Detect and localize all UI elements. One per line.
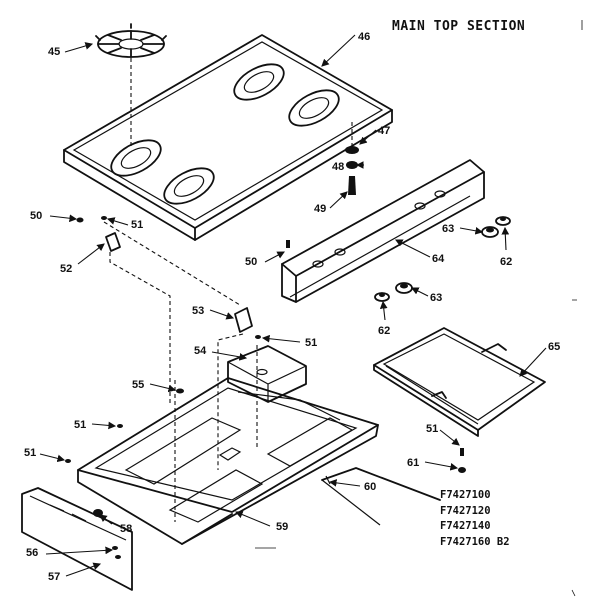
callout-63: 63 (442, 223, 454, 235)
callout-54: 54 (194, 345, 207, 357)
callout-51-e: 51 (426, 423, 438, 435)
screw-51-b (255, 335, 261, 339)
screw-50 (76, 217, 84, 223)
front-panel-57 (21, 487, 133, 591)
callout-61: 61 (407, 457, 419, 469)
wire-60 (321, 467, 441, 526)
callout-53: 53 (192, 305, 204, 317)
callout-46: 46 (358, 31, 370, 43)
callout-51-d: 51 (24, 447, 36, 459)
callout-45: 45 (48, 46, 60, 58)
callout-51-b: 51 (305, 337, 317, 349)
burner-grate-45 (95, 23, 167, 58)
callout-58: 58 (120, 523, 132, 535)
model-number: F7427140 (440, 520, 491, 532)
callout-55: 55 (132, 379, 144, 391)
callout-50: 50 (30, 210, 42, 222)
screw-51-c (117, 424, 123, 428)
callout-62-b: 62 (378, 325, 390, 337)
valve-caps-62-63 (374, 216, 511, 302)
callout-56: 56 (26, 547, 38, 559)
model-number: F7427100 (440, 489, 491, 501)
callout-47: 47 (378, 125, 390, 137)
part-55 (176, 388, 184, 394)
callout-57: 57 (48, 571, 60, 583)
callout-59: 59 (276, 521, 288, 533)
callout-49: 49 (314, 203, 326, 215)
callout-51: 51 (131, 219, 143, 231)
manifold-bracket-64 (281, 159, 485, 303)
clip-53 (234, 307, 253, 333)
callout-62: 62 (500, 256, 512, 268)
burner-box-59 (77, 345, 379, 545)
screw-51-a (101, 216, 107, 220)
cooktop-cover-65 (373, 327, 546, 437)
callout-60: 60 (364, 481, 376, 493)
model-number-list: F7427100 F7427120 F7427140 F7427160 B2 (440, 488, 510, 550)
fastener-stack-47-49 (345, 122, 359, 195)
callout-51-c: 51 (74, 419, 86, 431)
diagram-title: MAIN TOP SECTION (392, 19, 526, 34)
model-number: F7427120 (440, 504, 491, 517)
callout-50-b: 50 (245, 256, 257, 268)
main-top-46 (63, 34, 393, 241)
clip-52 (105, 232, 121, 252)
callout-52: 52 (60, 263, 72, 275)
callout-65: 65 (548, 341, 560, 353)
screw-61 (458, 467, 466, 473)
model-number: F7427160 B2 (440, 535, 510, 548)
callout-48: 48 (332, 161, 344, 173)
callout-63-b: 63 (430, 292, 442, 304)
screw-51-d (65, 459, 71, 463)
callout-64: 64 (432, 253, 445, 265)
